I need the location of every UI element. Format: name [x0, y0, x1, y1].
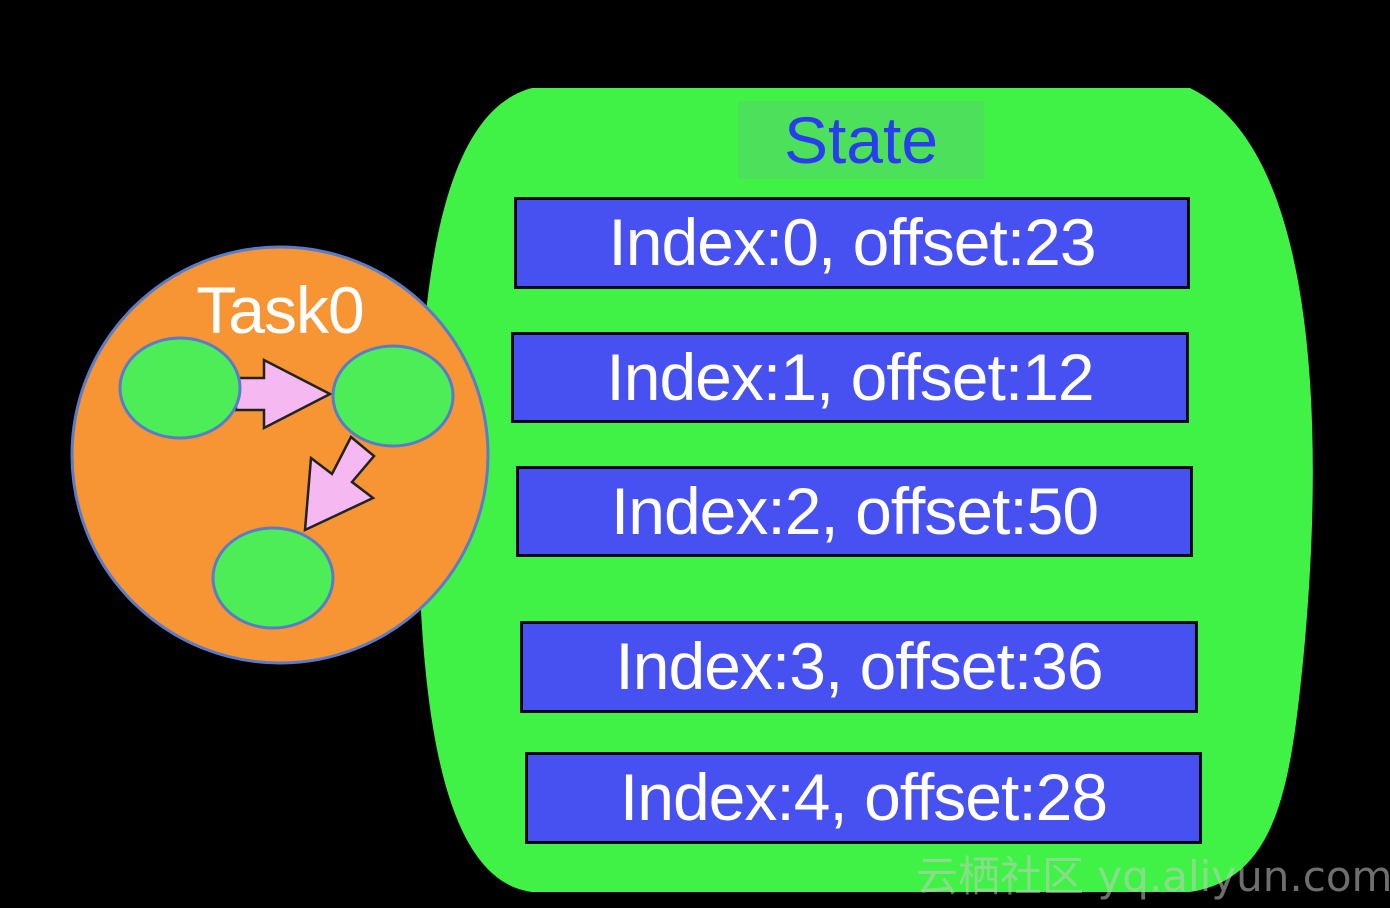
state-title: State [783, 103, 939, 177]
state-entry-4: Index:4, offset:28 [525, 752, 1202, 844]
arrow-node2-to-node3 [303, 435, 376, 533]
state-title-background [738, 101, 984, 179]
task-node-3 [211, 526, 335, 630]
arrow-node1-to-node2 [234, 357, 333, 431]
task-label: Task0 [196, 273, 364, 347]
state-entry-1: Index:1, offset:12 [511, 332, 1189, 423]
watermark: 云栖社区 yq.aliyun.com [916, 852, 1390, 901]
state-entry-2: Index:2, offset:50 [516, 466, 1193, 557]
state-entry-0: Index:0, offset:23 [514, 197, 1190, 289]
state-entry-3: Index:3, offset:36 [520, 621, 1198, 713]
task-node-1 [118, 336, 242, 440]
task-node-2 [331, 344, 455, 448]
